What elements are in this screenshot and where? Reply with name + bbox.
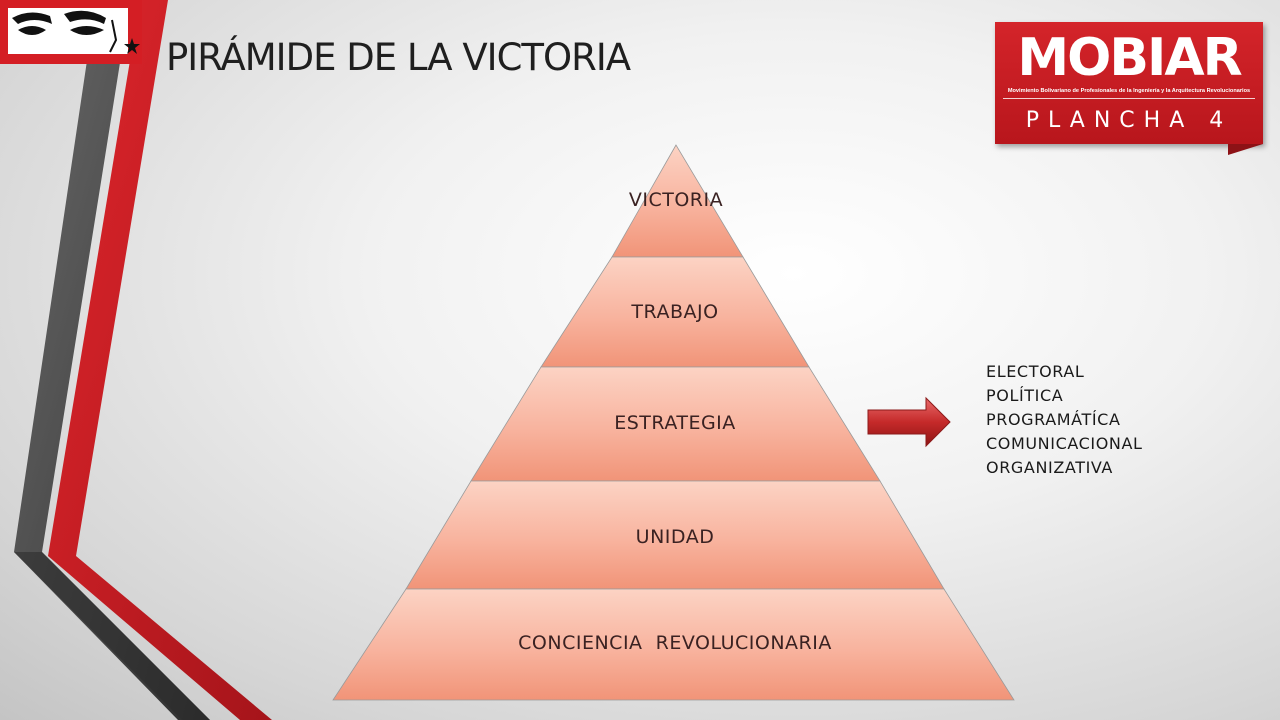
list-item: ORGANIZATIVA <box>986 458 1113 477</box>
list-item: ELECTORAL <box>986 362 1085 381</box>
logo-plancha-label: PLANCHA 4 <box>1025 108 1233 133</box>
red-stripe <box>48 0 272 720</box>
mobiar-logo: MOBIAR Movimiento Bolivariano de Profesi… <box>995 22 1263 144</box>
slide-title: PIRÁMIDE DE LA VICTORIA <box>166 36 631 79</box>
gray-stripe <box>14 0 210 720</box>
dark-stripe-shadow <box>14 552 210 720</box>
tier-label-conciencia: CONCIENCIA REVOLUCIONARIA <box>518 632 832 654</box>
tier-label-estrategia: ESTRATEGIA <box>614 412 736 434</box>
logo-ribbon <box>1228 144 1263 155</box>
strategy-aspects-list: ELECTORAL POLÍTICA PROGRAMÁTÍCA COMUNICA… <box>986 360 1143 480</box>
logo-wordmark: MOBIAR <box>1017 28 1242 88</box>
list-item: POLÍTICA <box>986 386 1064 405</box>
list-item: PROGRAMÁTÍCA <box>986 410 1121 429</box>
pyramid-tier-conciencia <box>332 588 1015 701</box>
right-arrow-icon <box>867 396 951 448</box>
eyes-icon <box>8 8 140 54</box>
tier-label-victoria: VICTORIA <box>628 189 724 211</box>
eyes-badge <box>0 0 142 64</box>
logo-divider <box>1003 98 1255 99</box>
logo-subtitle: Movimiento Bolivariano de Profesionales … <box>1007 88 1251 94</box>
list-item: COMUNICACIONAL <box>986 434 1143 453</box>
tier-label-unidad: UNIDAD <box>635 526 715 548</box>
tier-label-trabajo: TRABAJO <box>631 301 719 323</box>
